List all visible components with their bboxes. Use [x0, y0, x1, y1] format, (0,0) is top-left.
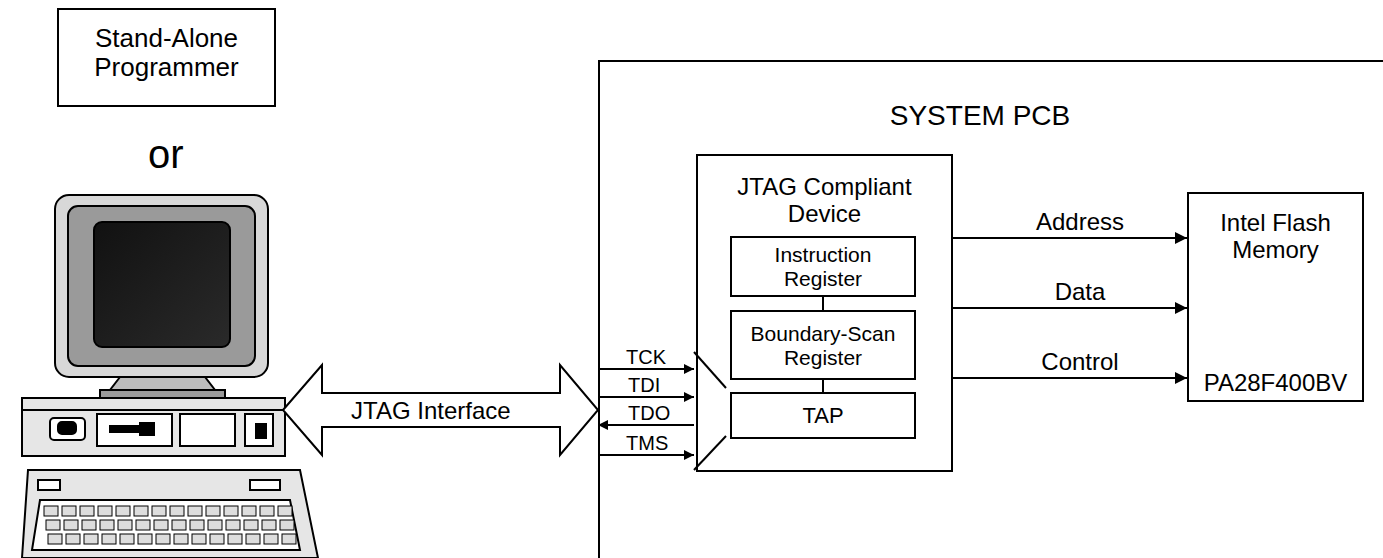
computer-illustration [22, 195, 318, 558]
register-box: Instruction Register [730, 236, 916, 297]
jtag-device-box: JTAG Compliant DeviceInstruction Registe… [696, 154, 953, 472]
node-text: Intel Flash Memory [1197, 210, 1354, 264]
bus-label: Control [1041, 350, 1118, 374]
node-text: PA28F400BV [1193, 370, 1358, 397]
signal-name: TDO [628, 403, 670, 423]
bus-connector [822, 297, 824, 310]
signal-name: TDI [628, 375, 660, 395]
tap-box: TAP [730, 392, 916, 439]
node-text: Stand-Alone Programmer [69, 24, 264, 82]
node-text: JTAG Compliant Device [712, 174, 937, 228]
or-text: or [148, 134, 184, 174]
node-text: Instruction Register [736, 243, 910, 290]
register-box: Boundary-Scan Register [730, 310, 916, 380]
flash-memory-box: Intel Flash MemoryPA28F400BV [1187, 192, 1364, 402]
pcb-board: SYSTEM PCB JTAG Compliant DeviceInstructi… [598, 60, 1383, 558]
bus-connector [953, 377, 1187, 379]
signal-name: TCK [626, 347, 666, 367]
signal-lines [598, 352, 726, 470]
programmer-box: Stand-Alone Programmer [57, 8, 276, 107]
bus-connector [953, 237, 1187, 239]
bus-label: Address [1036, 210, 1124, 234]
node-text: SYSTEM PCB [830, 100, 1130, 131]
node-text: Boundary-Scan Register [736, 322, 910, 369]
node-text: TAP [736, 404, 910, 429]
bus-connector [822, 380, 824, 392]
signal-name: TMS [626, 433, 668, 453]
interface-arrow [283, 365, 598, 455]
bus-label: Data [1055, 280, 1106, 304]
interface-label: JTAG Interface [349, 398, 513, 424]
bus-connector [953, 307, 1187, 309]
